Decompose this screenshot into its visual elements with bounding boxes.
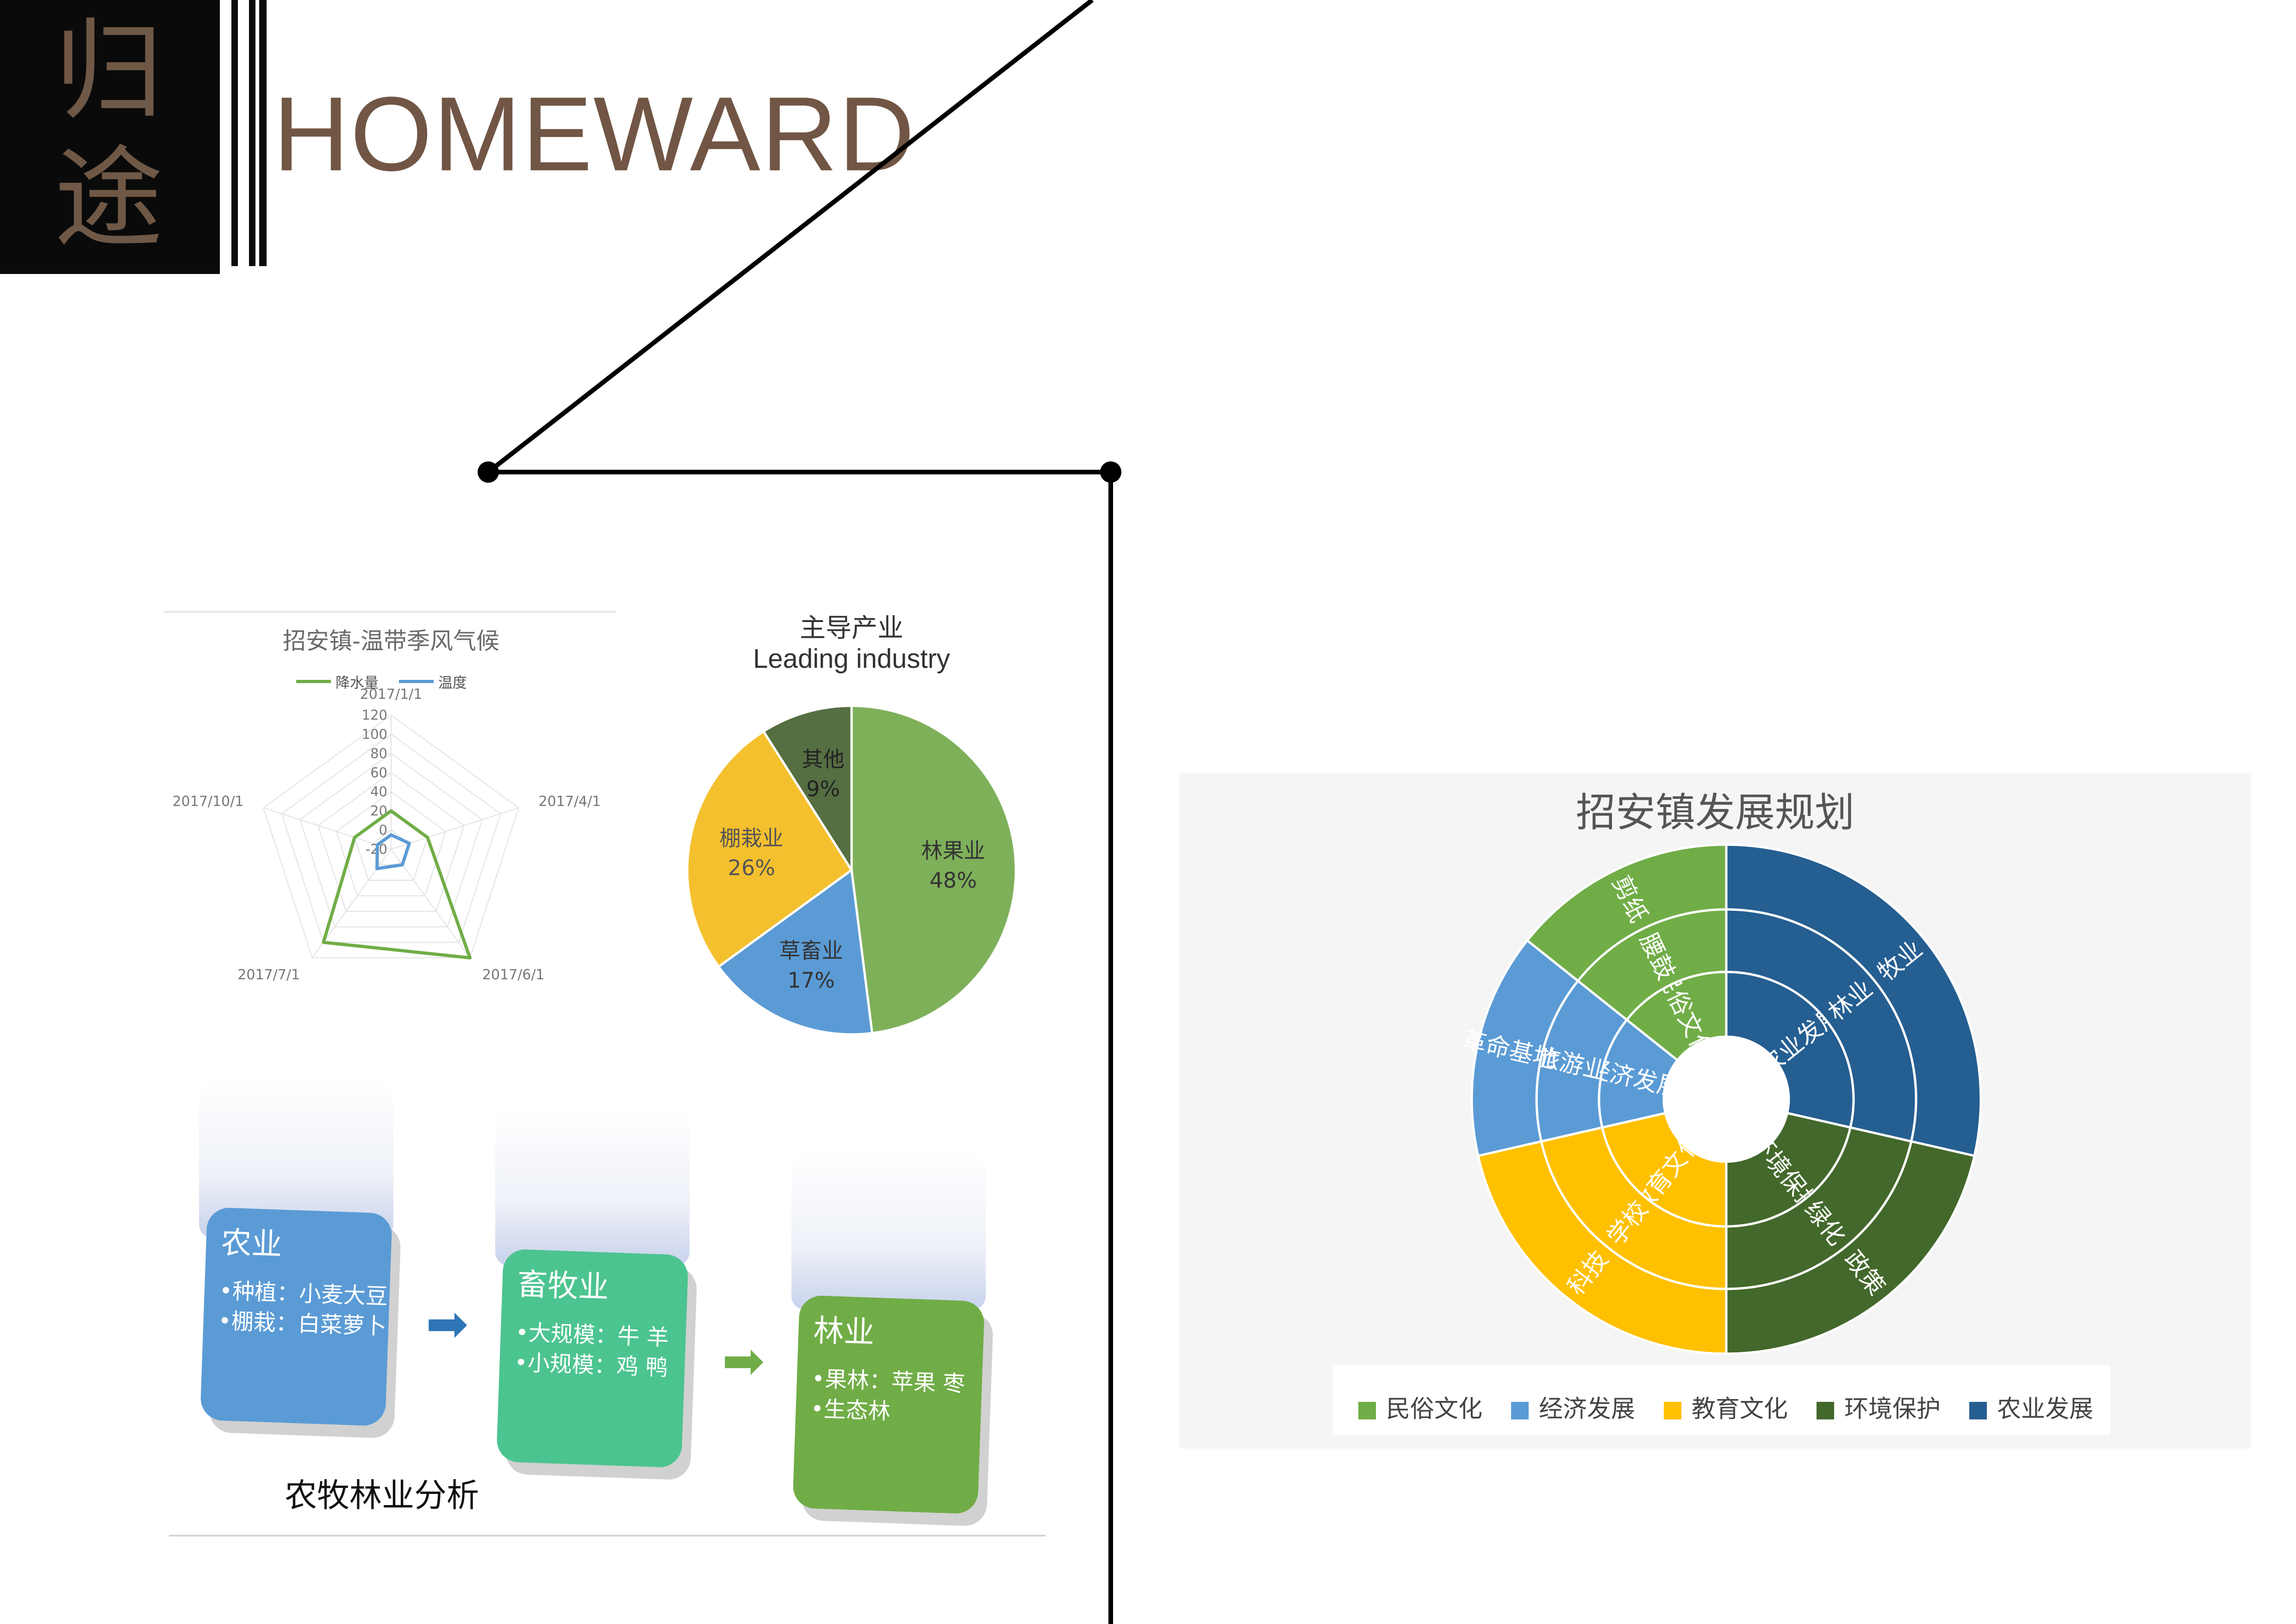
radar-axis-label: 2017/7/1 <box>237 967 300 983</box>
sunburst-segment <box>1525 843 1728 983</box>
pie-slice <box>717 868 874 1036</box>
legend-label-precip: 降水量 <box>336 675 379 691</box>
radar-grid-ring <box>299 753 483 927</box>
radar-chart: 2017/1/1 2017/4/1 2017/6/1 2017/7/1 2017/10/… <box>173 686 601 983</box>
pie-slice-label: 林果业 <box>921 838 985 863</box>
tile-title: 畜牧业 <box>516 1266 610 1306</box>
sunburst-chart: 农业发展林业牧业环境保护绿化政策教育文化学校科技经济发展旅游业革命基地民俗文化腰… <box>1460 843 1982 1355</box>
pie-slice <box>762 704 853 874</box>
pie-slice-value: 48% <box>930 868 977 893</box>
tile-title: 林业 <box>813 1313 875 1350</box>
pie-slice-value: 26% <box>728 855 775 880</box>
brand-stripe <box>231 0 238 266</box>
radar-spoke <box>391 849 471 958</box>
radar-axis-label: 2017/6/1 <box>482 967 545 983</box>
tile-item: •棚栽：白菜萝卜 <box>218 1308 387 1340</box>
legend-item: 民俗文化 <box>1358 1389 1482 1424</box>
sunburst-segment <box>1476 1140 1728 1355</box>
legend-swatch <box>1511 1402 1529 1419</box>
brand-char-1: 归 <box>54 8 163 135</box>
brand-char-2: 途 <box>54 136 163 262</box>
legend-swatch-temp <box>398 680 434 683</box>
pie-chart: 林果业 48% 草畜业 17% 棚栽业 26% 其他 9% <box>686 704 1017 1036</box>
legend-label: 教育文化 <box>1692 1395 1788 1423</box>
tile-item: •小规模：鸡 鸭 <box>514 1350 668 1381</box>
pie-slice-value: 17% <box>787 968 834 993</box>
radar-tick-label: 120 <box>362 707 387 723</box>
radar-spoke <box>391 807 519 850</box>
sunburst-chart-title: 招安镇发展规划 <box>1576 790 1854 836</box>
legend-swatch <box>1358 1402 1376 1419</box>
radar-series-temp <box>375 833 411 871</box>
radar-tick-label: 0 <box>379 822 387 838</box>
radar-tick-label: 40 <box>370 784 387 800</box>
legend-swatch <box>1664 1402 1681 1419</box>
pie-slice <box>850 704 1017 1034</box>
legend-label: 经济发展 <box>1539 1395 1636 1423</box>
radar-chart-title: 招安镇-温带季风气候 <box>282 628 500 654</box>
brand-stripe <box>259 0 267 266</box>
pie-slice-label: 棚栽业 <box>720 826 784 851</box>
tile-item: •生态林 <box>810 1396 891 1425</box>
radar-spoke <box>263 807 392 850</box>
radar-axis-label: 2017/4/1 <box>539 793 601 809</box>
pie-chart-title: 主导产业 Leading industry <box>690 613 1014 674</box>
sunburst-hole <box>1664 1037 1789 1162</box>
radar-grid-ring <box>336 791 447 896</box>
page-title: HOMEWARD <box>273 75 916 193</box>
radar-axis-label: 2017/1/1 <box>360 686 423 703</box>
radar-tick-label: 80 <box>370 746 387 761</box>
pie-slice <box>686 729 853 969</box>
flow-arrow-icon: ➡ <box>426 1294 469 1353</box>
brand-stripe <box>249 0 255 266</box>
sunburst-segment <box>1725 843 1982 1157</box>
connector-dot <box>478 461 499 483</box>
flow-tile-livestock: 畜牧业 •大规模：牛 羊 •小规模：鸡 鸭 <box>496 1249 689 1468</box>
sunburst-segment <box>1725 1140 1976 1355</box>
legend-swatch <box>1817 1402 1834 1419</box>
pie-title-en: Leading industry <box>753 644 950 674</box>
tile-title: 农业 <box>220 1225 283 1263</box>
radar-axis-label: 2017/10/1 <box>173 793 244 809</box>
pie-slice-label: 其他 <box>802 747 845 772</box>
sunburst-legend: 民俗文化 经济发展 教育文化 环境保护 农业发展 <box>1333 1365 2110 1435</box>
radar-tick-label: 60 <box>370 765 387 780</box>
legend-label-temp: 温度 <box>438 675 467 691</box>
radar-legend: 降水量 温度 <box>296 671 467 692</box>
pie-slice-label: 草畜业 <box>779 938 843 963</box>
diagonal-line <box>486 0 1094 474</box>
brand-logo: 归 途 <box>0 0 220 274</box>
tile-reflection <box>495 1108 690 1266</box>
flow-tile-forestry: 林业 •果林：苹果 枣 •生态林 <box>792 1295 985 1514</box>
legend-swatch <box>1969 1402 1987 1419</box>
radar-tick-label: 100 <box>362 726 387 742</box>
legend-label: 环境保护 <box>1844 1395 1941 1423</box>
radar-grid-ring <box>317 772 465 912</box>
pie-title-cn: 主导产业 <box>800 613 903 643</box>
tile-reflection <box>791 1152 986 1310</box>
legend-item: 环境保护 <box>1817 1389 1941 1424</box>
radar-grid-ring <box>281 734 501 943</box>
legend-label: 民俗文化 <box>1386 1395 1483 1423</box>
legend-swatch-precip <box>296 680 331 683</box>
legend-label: 农业发展 <box>1997 1395 2094 1423</box>
flow-arrow-icon: ➡ <box>722 1331 765 1390</box>
flow-caption: 农牧林业分析 <box>285 1476 479 1514</box>
radar-grid-ring <box>263 714 519 958</box>
legend-item: 教育文化 <box>1664 1389 1788 1424</box>
legend-item: 经济发展 <box>1511 1389 1635 1424</box>
radar-series-precip <box>322 809 472 960</box>
connector-dot <box>1100 461 1121 483</box>
pie-slice-value: 9% <box>806 777 840 802</box>
legend-item: 农业发展 <box>1969 1389 2093 1424</box>
flow-tile-agriculture: 农业 •种植：小麦大豆 •棚栽：白菜萝卜 <box>200 1207 392 1426</box>
